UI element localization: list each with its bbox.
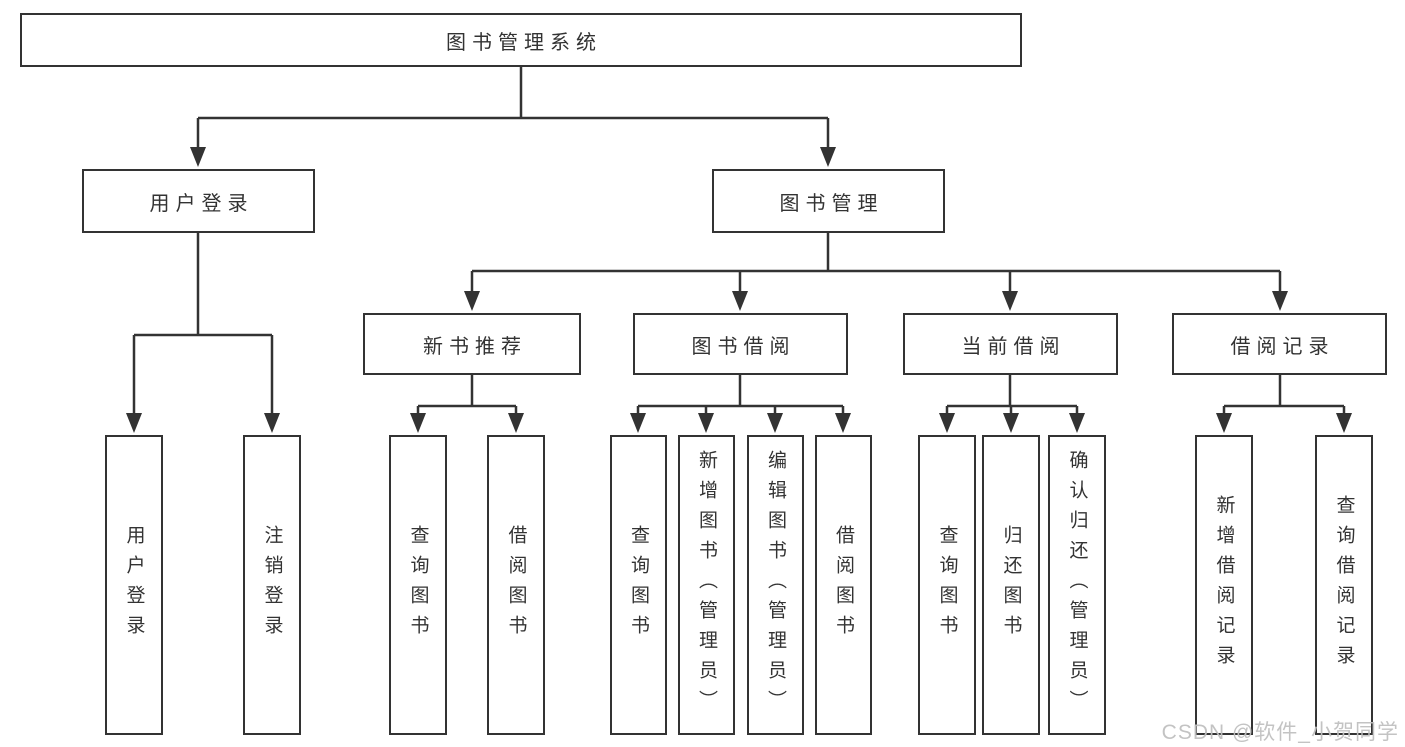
leaf-add-borrow-record: 新增借阅记录 <box>1195 435 1253 735</box>
arrowhead-icons <box>126 147 1352 433</box>
branch-user-login: 用户登录 <box>82 169 315 233</box>
branch-label: 用户登录 <box>149 192 254 215</box>
leaf-label: 借阅图书 <box>833 525 854 645</box>
module-label: 当前借阅 <box>961 335 1066 358</box>
leaf-return-books: 归还图书 <box>982 435 1040 735</box>
leaf-query-books-current: 查询图书 <box>918 435 976 735</box>
leaf-query-books-borrow: 查询图书 <box>610 435 667 735</box>
leaf-confirm-return-admin: 确认归还（管理员） <box>1048 435 1106 735</box>
leaf-add-book-admin: 新增图书（管理员） <box>678 435 735 735</box>
leaf-label: 新增图书（管理员） <box>696 450 717 720</box>
leaf-query-borrow-record: 查询借阅记录 <box>1315 435 1373 735</box>
leaf-borrow-books: 借阅图书 <box>815 435 872 735</box>
module-label: 图书借阅 <box>691 335 796 358</box>
leaf-label: 查询图书 <box>936 525 958 645</box>
module-current-borrow: 当前借阅 <box>903 313 1118 375</box>
root-node: 图书管理系统 <box>20 13 1022 67</box>
leaf-label: 确认归还（管理员） <box>1066 450 1088 720</box>
leaf-user-login: 用户登录 <box>105 435 163 735</box>
leaf-logout: 注销登录 <box>243 435 301 735</box>
root-node-label: 图书管理系统 <box>446 31 602 54</box>
leaf-label: 用户登录 <box>123 525 145 645</box>
module-new-book-recommend: 新书推荐 <box>363 313 581 375</box>
module-label: 新书推荐 <box>423 335 527 358</box>
module-book-borrow: 图书借阅 <box>633 313 848 375</box>
module-label: 借阅记录 <box>1230 335 1335 358</box>
leaf-label: 查询图书 <box>628 525 649 645</box>
leaf-edit-book-admin: 编辑图书（管理员） <box>747 435 804 735</box>
leaf-label: 编辑图书（管理员） <box>765 450 786 720</box>
leaf-label: 归还图书 <box>1000 525 1022 645</box>
branch-book-management: 图书管理 <box>712 169 945 233</box>
leaf-label: 注销登录 <box>261 525 283 645</box>
leaf-label: 查询借阅记录 <box>1333 495 1355 675</box>
module-borrow-records: 借阅记录 <box>1172 313 1387 375</box>
branch-label: 图书管理 <box>779 192 884 215</box>
leaf-label: 查询图书 <box>407 525 429 645</box>
leaf-label: 新增借阅记录 <box>1213 495 1235 675</box>
leaf-query-books-recommend: 查询图书 <box>389 435 447 735</box>
csdn-watermark: CSDN @软件_小贺同学 <box>1161 721 1399 744</box>
leaf-label: 借阅图书 <box>505 525 527 645</box>
leaf-borrow-books-recommend: 借阅图书 <box>487 435 545 735</box>
